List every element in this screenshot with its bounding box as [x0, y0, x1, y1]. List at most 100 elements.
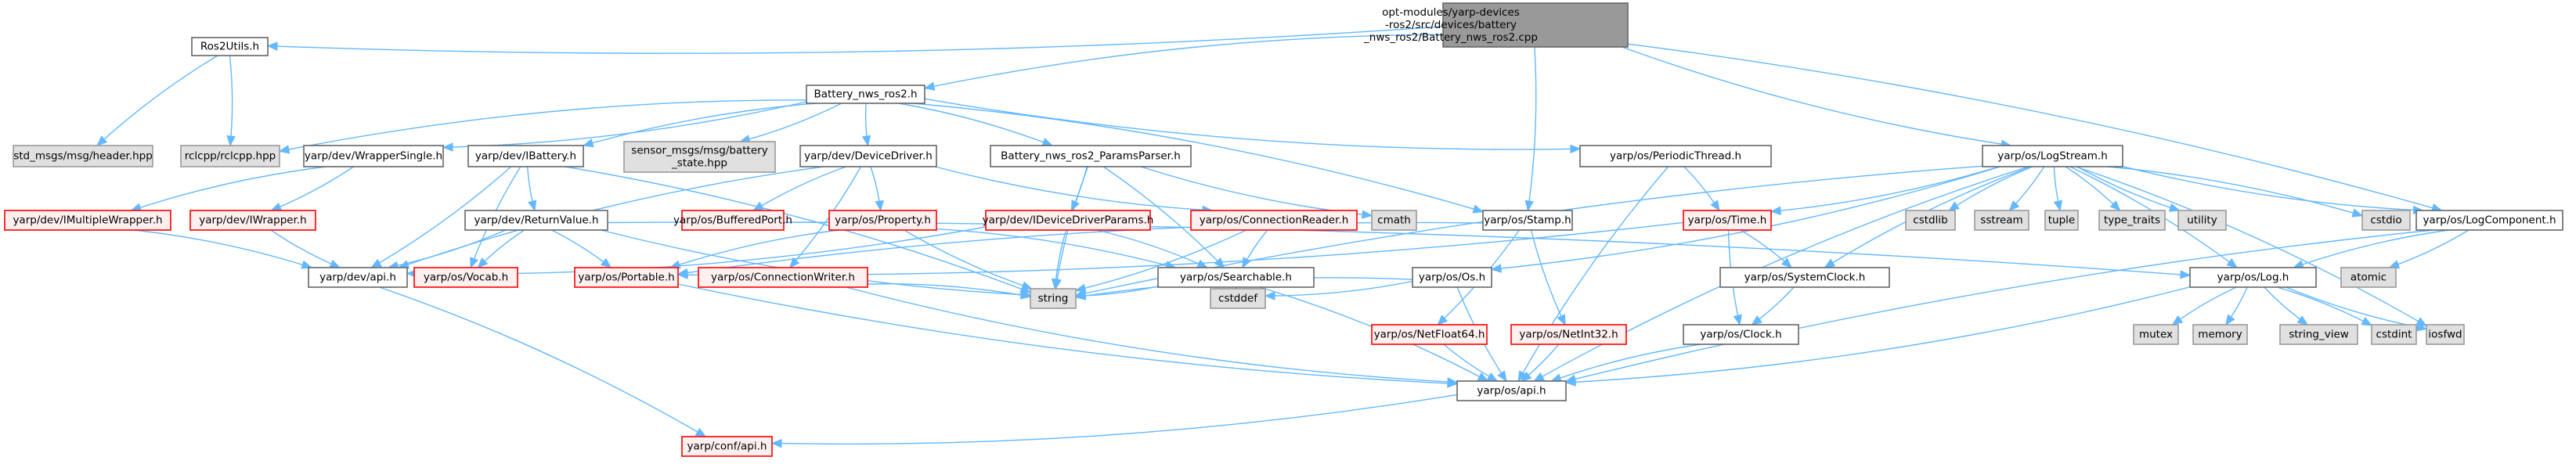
node-box[interactable] [2361, 210, 2411, 231]
node-cstddef[interactable]: cstddef [1210, 288, 1266, 309]
node-box[interactable] [1412, 267, 1492, 288]
node-stamp[interactable]: yarp/os/Stamp.h [1482, 210, 1573, 231]
node-periodicthread[interactable]: yarp/os/PeriodicThread.h [1579, 145, 1772, 167]
node-box[interactable] [1442, 2, 1629, 48]
node-box[interactable] [828, 210, 937, 231]
node-std-msgs[interactable]: std_msgs/msg/header.hpp [13, 145, 153, 167]
node-box[interactable] [1974, 210, 2029, 231]
node-os-api[interactable]: yarp/os/api.h [1456, 380, 1567, 401]
node-returnvalue[interactable]: yarp/dev/ReturnValue.h [464, 210, 608, 231]
node-box[interactable] [2044, 210, 2079, 231]
node-box[interactable] [2415, 210, 2563, 231]
node-box[interactable] [1719, 267, 1890, 288]
node-box[interactable] [413, 267, 518, 288]
node-mutex[interactable]: mutex [2133, 324, 2179, 345]
node-box[interactable] [303, 145, 444, 167]
node-box[interactable] [2177, 210, 2227, 231]
node-dev-api[interactable]: yarp/dev/api.h [308, 267, 408, 288]
node-cstdint[interactable]: cstdint [2371, 324, 2417, 345]
node-box[interactable] [180, 145, 280, 167]
node-box[interactable] [799, 145, 937, 167]
node-tuple[interactable]: tuple [2044, 210, 2079, 231]
node-log[interactable]: yarp/os/Log.h [2189, 267, 2317, 288]
node-ibattery[interactable]: yarp/dev/IBattery.h [467, 145, 584, 167]
node-cstdlib[interactable]: cstdlib [1905, 210, 1956, 231]
node-box[interactable] [1579, 145, 1772, 167]
node-paramsparser[interactable]: Battery_nws_ros2_ParamsParser.h [990, 145, 1192, 167]
node-box[interactable] [2279, 324, 2358, 345]
node-memory[interactable]: memory [2192, 324, 2248, 345]
node-atomic[interactable]: atomic [2340, 267, 2397, 288]
node-vocab[interactable]: yarp/os/Vocab.h [413, 267, 518, 288]
node-iosfwd[interactable]: iosfwd [2426, 324, 2465, 345]
node-box[interactable] [1371, 324, 1488, 345]
node-box[interactable] [189, 210, 316, 231]
node-box[interactable] [1190, 210, 1358, 231]
node-box[interactable] [1456, 380, 1567, 401]
node-box[interactable] [681, 436, 773, 457]
node-box[interactable] [1683, 324, 1799, 345]
node-time[interactable]: yarp/os/Time.h [1683, 210, 1772, 231]
node-box[interactable] [1482, 210, 1573, 231]
node-logcomponent[interactable]: yarp/os/LogComponent.h [2415, 210, 2563, 231]
node-box[interactable] [191, 37, 269, 56]
node-clock[interactable]: yarp/os/Clock.h [1683, 324, 1799, 345]
node-connectionreader[interactable]: yarp/os/ConnectionReader.h [1190, 210, 1358, 231]
node-box[interactable] [698, 267, 868, 288]
node-logstream[interactable]: yarp/os/LogStream.h [1982, 145, 2123, 167]
node-box[interactable] [1982, 145, 2123, 167]
node-box[interactable] [464, 210, 608, 231]
node-box[interactable] [467, 145, 584, 167]
node-box[interactable] [2189, 267, 2317, 288]
node-box[interactable] [2371, 324, 2417, 345]
node-box[interactable] [1210, 288, 1266, 309]
node-box[interactable] [681, 210, 785, 231]
node-box[interactable] [2098, 210, 2166, 231]
node-devicedriver[interactable]: yarp/dev/DeviceDriver.h [799, 145, 937, 167]
node-box[interactable] [1510, 324, 1627, 345]
node-box[interactable] [2340, 267, 2397, 288]
node-box[interactable] [1030, 288, 1077, 309]
node-systemclock[interactable]: yarp/os/SystemClock.h [1719, 267, 1890, 288]
node-sstream[interactable]: sstream [1974, 210, 2029, 231]
node-box[interactable] [2192, 324, 2248, 345]
node-ros2utils[interactable]: Ros2Utils.h [191, 37, 269, 56]
node-idevicedriverparams[interactable]: yarp/dev/IDeviceDriverParams.h [983, 210, 1154, 231]
node-wrappersingle[interactable]: yarp/dev/WrapperSingle.h [303, 145, 444, 167]
node-rclcpp[interactable]: rclcpp/rclcpp.hpp [180, 145, 280, 167]
node-netint32[interactable]: yarp/os/NetInt32.h [1510, 324, 1627, 345]
node-connectionwriter[interactable]: yarp/os/ConnectionWriter.h [698, 267, 868, 288]
node-string[interactable]: string [1030, 288, 1077, 309]
node-cstdio[interactable]: cstdio [2361, 210, 2411, 231]
node-root[interactable]: opt-modules/yarp-devices-ros2/src/device… [1363, 2, 1629, 48]
node-netfloat64[interactable]: yarp/os/NetFloat64.h [1371, 324, 1488, 345]
node-box[interactable] [2133, 324, 2179, 345]
node-box[interactable] [13, 145, 153, 167]
node-searchable[interactable]: yarp/os/Searchable.h [1157, 267, 1315, 288]
node-box[interactable] [1371, 210, 1417, 231]
node-property[interactable]: yarp/os/Property.h [828, 210, 937, 231]
node-utility[interactable]: utility [2177, 210, 2227, 231]
node-portable[interactable]: yarp/os/Portable.h [574, 267, 679, 288]
node-os-h[interactable]: yarp/os/Os.h [1412, 267, 1492, 288]
node-battery-h[interactable]: Battery_nws_ros2.h [806, 85, 925, 104]
node-box[interactable] [2426, 324, 2465, 345]
node-box[interactable] [623, 141, 776, 173]
node-bufferedport[interactable]: yarp/os/BufferedPort.h [673, 210, 792, 231]
node-box[interactable] [806, 85, 925, 104]
node-box[interactable] [308, 267, 408, 288]
node-box[interactable] [990, 145, 1192, 167]
node-conf-api[interactable]: yarp/conf/api.h [681, 436, 773, 457]
node-box[interactable] [4, 210, 171, 231]
node-sensor-msgs[interactable]: sensor_msgs/msg/battery_state.hpp [623, 141, 776, 173]
node-type-traits[interactable]: type_traits [2098, 210, 2166, 231]
node-box[interactable] [1157, 267, 1315, 288]
node-iwrapper[interactable]: yarp/dev/IWrapper.h [189, 210, 316, 231]
node-box[interactable] [985, 210, 1151, 231]
node-box[interactable] [574, 267, 679, 288]
node-imultiplewrapper[interactable]: yarp/dev/IMultipleWrapper.h [4, 210, 171, 231]
node-string-view[interactable]: string_view [2279, 324, 2358, 345]
node-box[interactable] [1683, 210, 1772, 231]
node-cmath[interactable]: cmath [1371, 210, 1417, 231]
node-box[interactable] [1905, 210, 1956, 231]
